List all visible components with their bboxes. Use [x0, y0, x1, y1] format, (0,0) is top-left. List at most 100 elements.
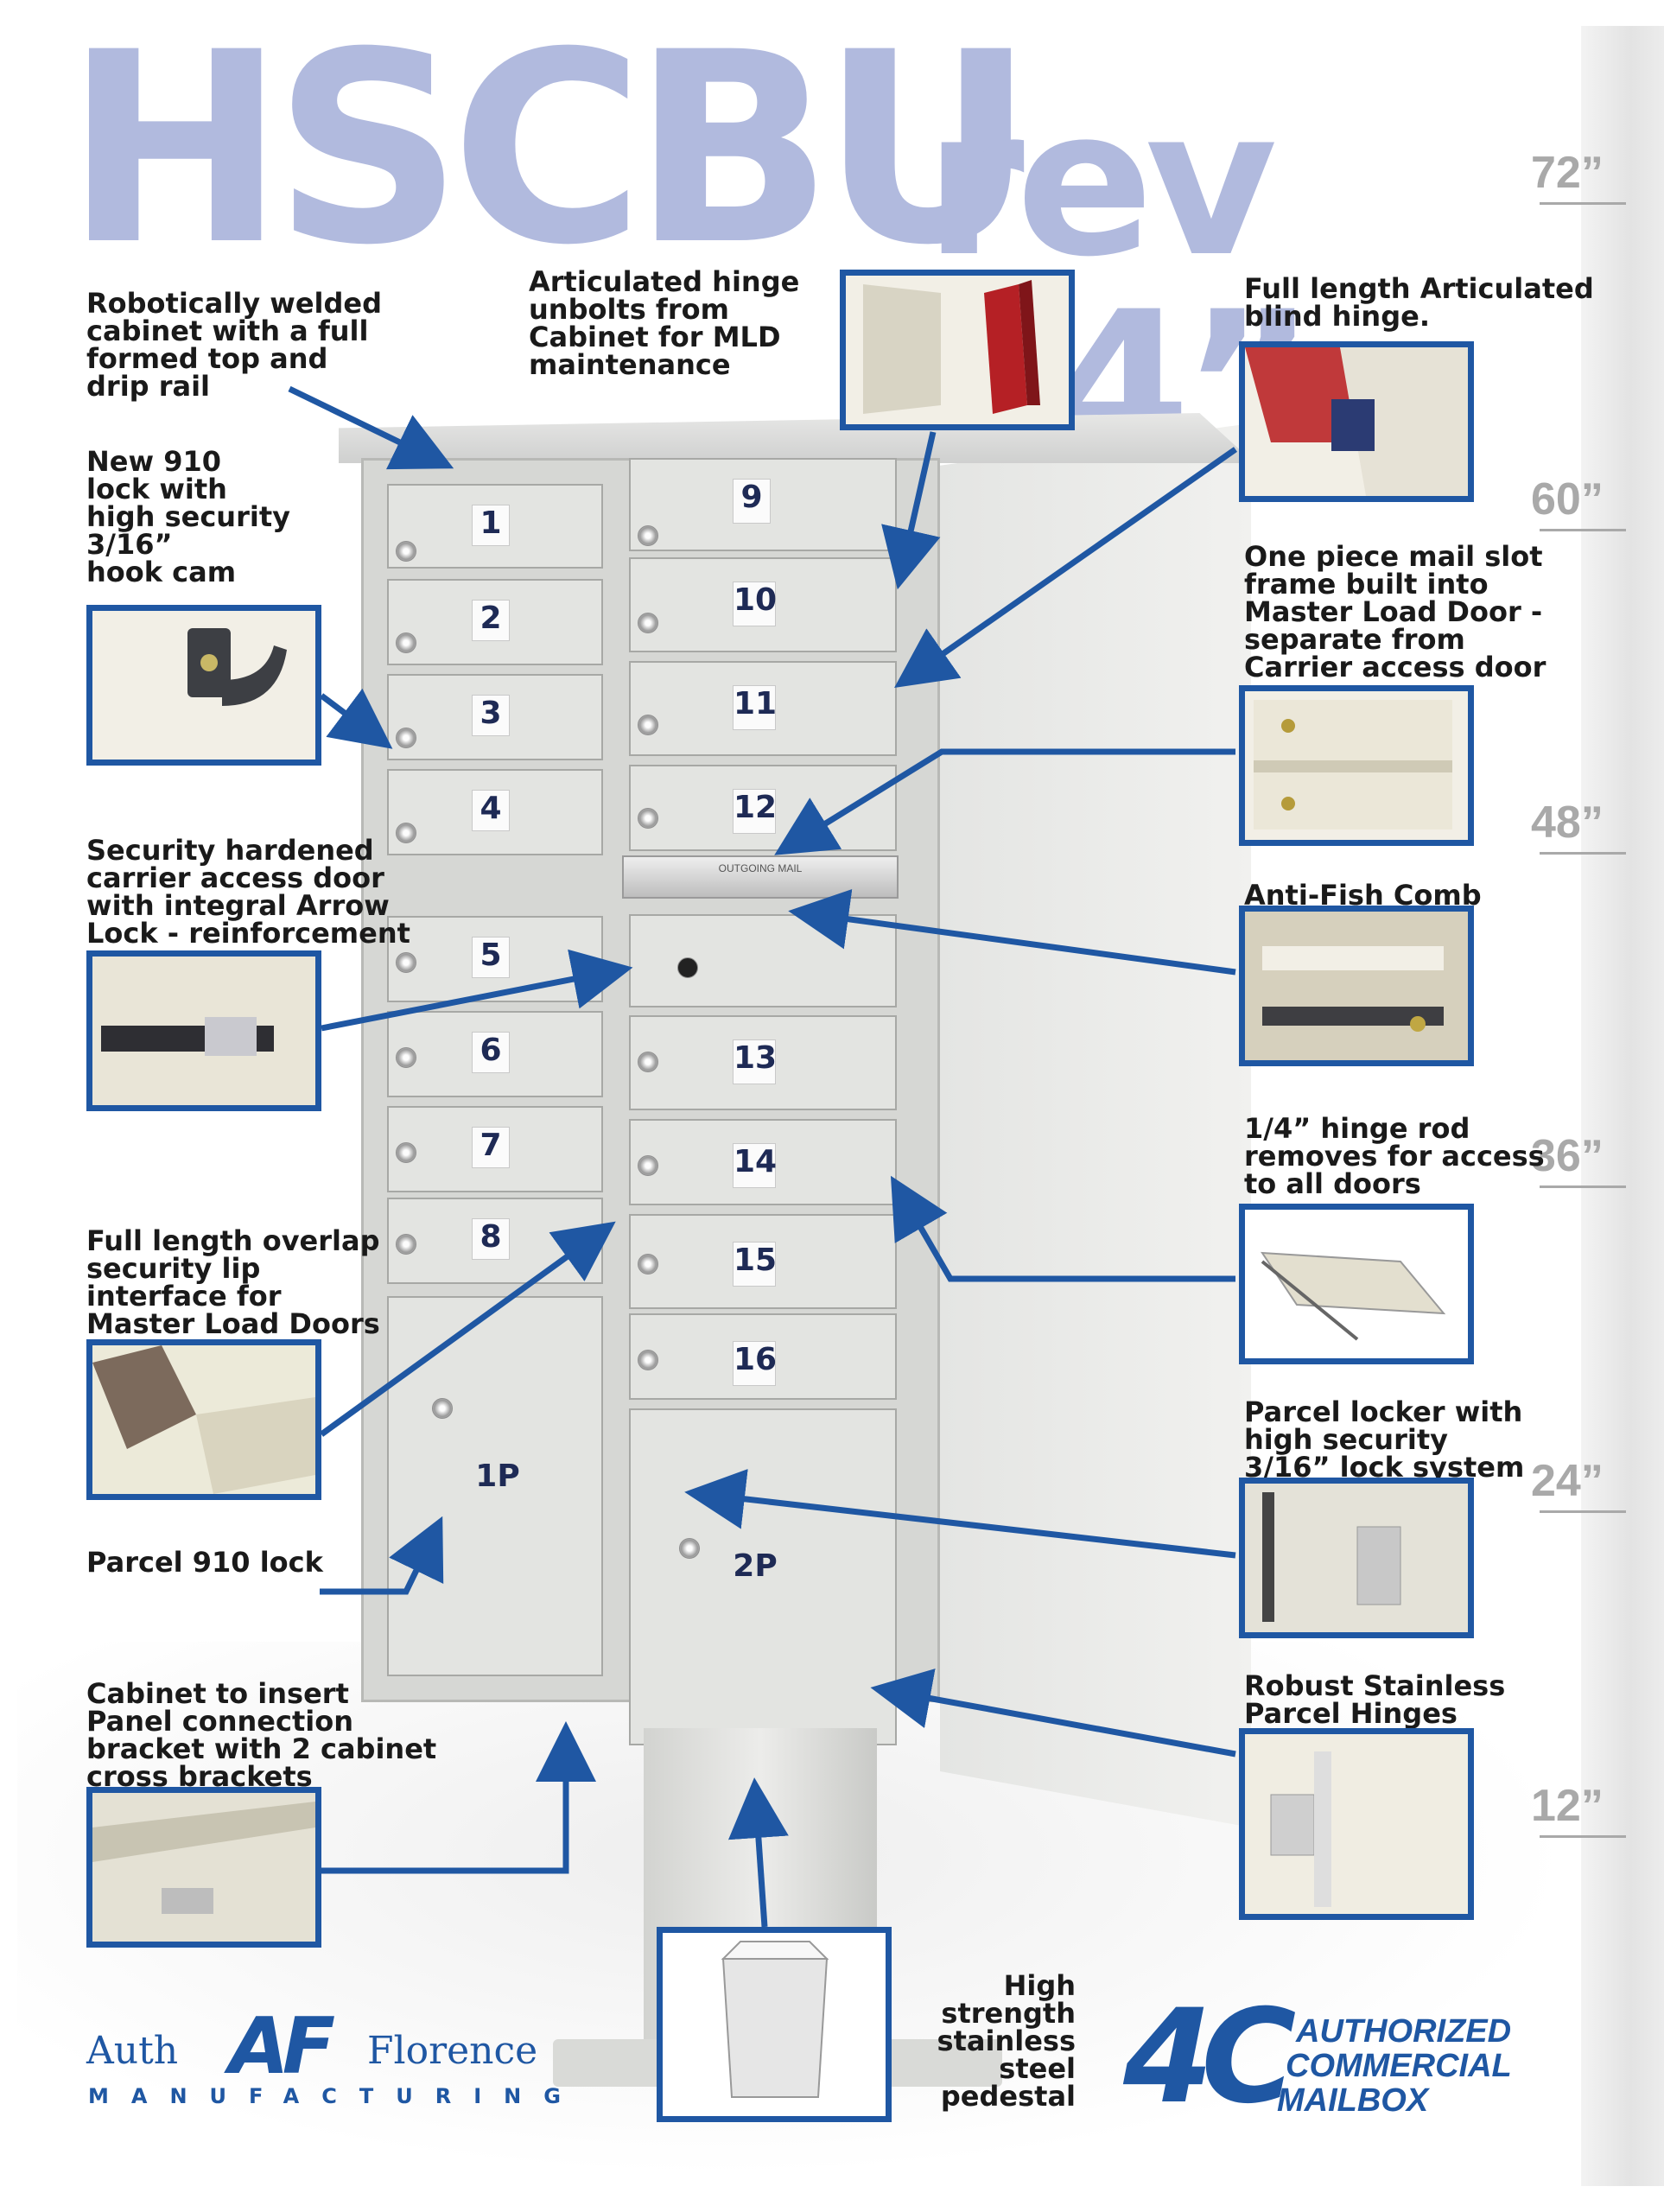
callout-hinge-rod: 1/4” hinge rod removes for access to all… [1244, 1112, 1545, 1200]
hinge-rod-detail-icon [1245, 1210, 1468, 1358]
ruler-background [1581, 26, 1664, 2186]
callout-hinge-unbolts: Articulated hinge unbolts from Cabinet f… [529, 265, 800, 381]
inset-hook-cam [86, 605, 321, 766]
title-main: HSCBU [65, 0, 1035, 302]
ruler-line [1540, 1510, 1626, 1513]
door-number: 1P [475, 1459, 520, 1494]
door-number: 9 [733, 479, 771, 524]
door-15: 15 [629, 1214, 897, 1309]
door-number: 10 [733, 582, 777, 626]
callout-overlap-lip: Full length overlap security lip interfa… [86, 1224, 380, 1340]
door-number: 1 [472, 505, 510, 546]
callout-blind-hinge: Full length Articulated blind hinge. [1244, 272, 1594, 333]
pedestal-detail-icon [721, 1941, 829, 2098]
callout-bracket: Cabinet to insert Panel connection brack… [86, 1677, 437, 1793]
blind-hinge-detail-icon [1245, 347, 1468, 496]
inset-overlap-lip [86, 1339, 321, 1500]
ruler-line [1540, 1185, 1626, 1188]
inset-carrier-door [86, 950, 321, 1111]
door-number: 7 [472, 1127, 510, 1168]
door-5: 5 [387, 916, 603, 1002]
lock-icon [396, 1142, 416, 1163]
comb-detail-icon [1245, 912, 1468, 1060]
fourc-mark: 4C [1123, 1982, 1296, 2133]
callout-stainless-hinges: Robust Stainless Parcel Hinges [1244, 1669, 1506, 1730]
callout-parcel-lock: Parcel 910 lock [86, 1546, 323, 1579]
lock-icon [396, 541, 416, 562]
inset-bracket [86, 1787, 321, 1948]
callout-welded-cabinet: Robotically welded cabinet with a full f… [86, 287, 383, 403]
lock-icon [396, 728, 416, 748]
door-number: 2 [472, 600, 510, 641]
lock-icon [638, 613, 658, 633]
fourc-logo: 4C AUTHORIZED COMMERCIAL MAILBOX [1123, 1982, 1538, 2133]
callout-anti-fish: Anti-Fish Comb [1244, 879, 1482, 912]
inset-anti-fish-comb [1239, 906, 1474, 1066]
overlap-lip-detail-icon [92, 1345, 315, 1494]
door-13: 13 [629, 1015, 897, 1110]
door-3: 3 [387, 674, 603, 760]
door-4: 4 [387, 769, 603, 855]
parcel-lock-detail-icon [1245, 1484, 1468, 1632]
door-1: 1 [387, 484, 603, 569]
door-6: 6 [387, 1011, 603, 1097]
ruler-mark-60: 60” [1531, 474, 1604, 524]
lock-icon [396, 823, 416, 843]
inset-blind-hinge [1239, 341, 1474, 502]
stainless-hinge-detail-icon [1245, 1734, 1468, 1914]
inset-hinge-rod [1239, 1204, 1474, 1364]
door-number: 13 [733, 1039, 777, 1084]
lock-icon [432, 1398, 453, 1419]
carrier-door-detail-icon [92, 957, 315, 1105]
callout-pedestal: High strength stainless steel pedestal [937, 1969, 1076, 2113]
door-2: 2 [387, 579, 603, 665]
brand-florence: Florence [367, 2029, 538, 2073]
arrow-lock-icon [677, 957, 698, 978]
door-number: 16 [733, 1341, 777, 1386]
ruler-line [1540, 1835, 1626, 1838]
fourc-line1: AUTHORIZED [1296, 2013, 1512, 2050]
lock-icon [638, 1155, 658, 1176]
bracket-detail-icon [92, 1793, 315, 1942]
ruler-mark-24: 24” [1531, 1456, 1604, 1506]
lock-icon [396, 952, 416, 973]
door-number: 6 [472, 1032, 510, 1073]
inset-mail-slot [1239, 685, 1474, 846]
door-16: 16 [629, 1313, 897, 1400]
cabinet-side-panel [940, 423, 1251, 1827]
lock-icon [638, 715, 658, 735]
ruler-mark-36: 36” [1531, 1131, 1604, 1181]
inset-stainless-hinges [1239, 1728, 1474, 1920]
brand-af-mark: AF [229, 2001, 335, 2092]
door-number: 4 [472, 790, 510, 831]
callout-parcel-locker: Parcel locker with high security 3/16” l… [1244, 1395, 1525, 1484]
lock-icon [396, 1047, 416, 1068]
door-number: 14 [733, 1143, 777, 1188]
door-number: 12 [733, 789, 777, 834]
ruler-line [1540, 852, 1626, 855]
ruler-line [1540, 529, 1626, 531]
lock-icon [396, 632, 416, 653]
inset-pedestal [657, 1927, 892, 2122]
parcel-door-2p: 2P [629, 1408, 897, 1745]
lock-icon [638, 1350, 658, 1370]
door-10: 10 [629, 557, 897, 652]
auth-florence-logo: Auth AF Florence MANUFACTURING [86, 2001, 570, 2117]
lock-icon [396, 1234, 416, 1255]
lock-icon [638, 525, 658, 546]
door-number: 2P [733, 1548, 778, 1584]
hinge-detail-icon [863, 280, 1040, 414]
fourc-line2: COMMERCIAL [1286, 2048, 1512, 2084]
mail-slot-detail-icon [1254, 700, 1452, 830]
lock-icon [679, 1538, 700, 1559]
ruler-line [1540, 202, 1626, 205]
brand-auth: Auth [86, 2029, 179, 2073]
door-11: 11 [629, 661, 897, 756]
ruler-mark-72: 72” [1531, 148, 1604, 198]
slot-label: OUTGOING MAIL [718, 862, 803, 874]
callout-carrier-door: Security hardened carrier access door wi… [86, 834, 410, 950]
lock-icon [638, 1052, 658, 1072]
inset-hinge-unbolts [840, 270, 1075, 430]
lock-icon [638, 1254, 658, 1274]
